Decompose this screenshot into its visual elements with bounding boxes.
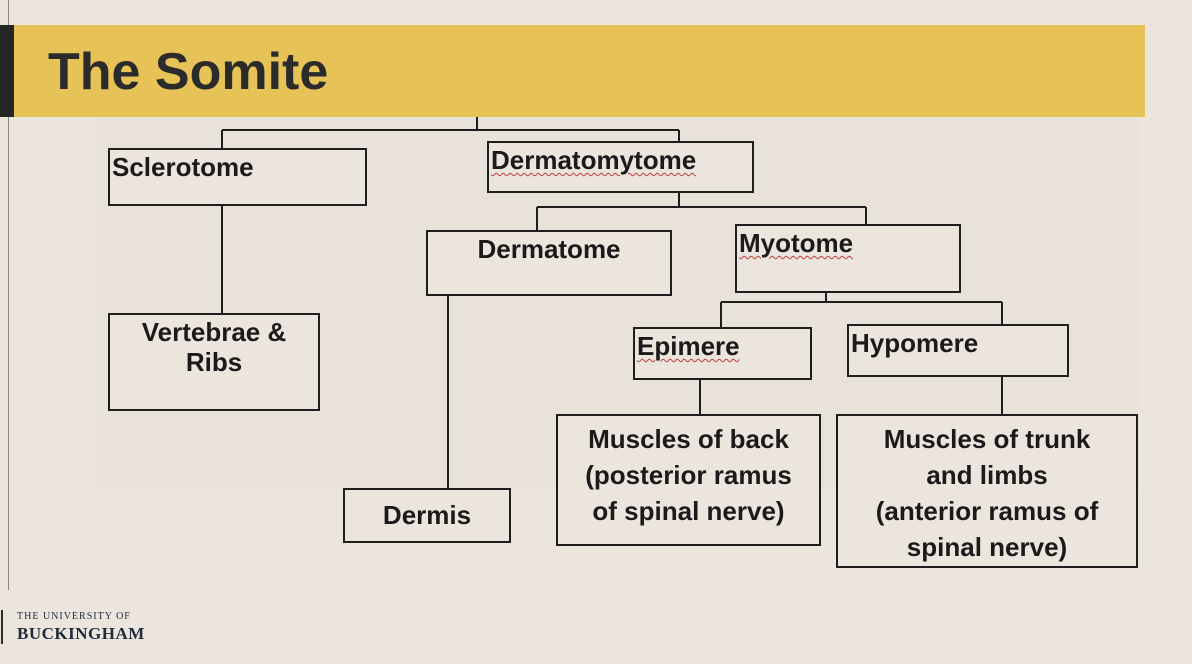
title-bar bbox=[14, 25, 1145, 117]
node-sclerotome: Sclerotome bbox=[108, 148, 367, 206]
node-dermis: Dermis bbox=[343, 488, 511, 543]
node-epimere-label: Epimere bbox=[637, 331, 740, 361]
connector-root-branch bbox=[221, 129, 680, 149]
connector-dermatomytome-branch bbox=[536, 192, 867, 231]
node-sclerotome-label: Sclerotome bbox=[112, 152, 254, 182]
title-accent-bar bbox=[0, 25, 14, 117]
node-muscles-trunk-line-1: Muscles of trunk bbox=[883, 424, 1091, 454]
node-myotome: Myotome bbox=[735, 224, 961, 293]
node-epimere: Epimere bbox=[633, 327, 812, 380]
node-vertebrae-ribs-line-1: Vertebrae & bbox=[141, 317, 287, 347]
logo-bar bbox=[1, 610, 3, 644]
node-muscles-trunk: Muscles of trunk and limbs (anterior ram… bbox=[836, 414, 1138, 568]
node-muscles-back-line-2: (posterior ramus bbox=[585, 460, 792, 490]
university-logo: THE UNIVERSITY OF BUCKINGHAM bbox=[0, 610, 145, 644]
node-dermatome-label: Dermatome bbox=[477, 234, 621, 264]
node-muscles-trunk-line-2: and limbs bbox=[926, 460, 1048, 490]
node-muscles-trunk-line-4: spinal nerve) bbox=[906, 532, 1068, 562]
connector-myotome-branch bbox=[720, 292, 1003, 328]
node-myotome-label: Myotome bbox=[739, 228, 854, 258]
node-vertebrae-ribs-line-2: Ribs bbox=[185, 347, 243, 377]
logo-line-2: BUCKINGHAM bbox=[17, 624, 145, 643]
logo-line-1: THE UNIVERSITY OF bbox=[17, 611, 131, 622]
node-vertebrae-ribs: Vertebrae & Ribs bbox=[108, 313, 320, 411]
node-muscles-back-line-1: Muscles of back bbox=[588, 424, 789, 454]
node-dermatomytome-label: Dermatomytome bbox=[491, 145, 697, 175]
node-dermatome: Dermatome bbox=[426, 230, 672, 296]
slide-title: The Somite bbox=[48, 43, 329, 101]
node-hypomere: Hypomere bbox=[847, 324, 1069, 377]
node-dermis-label: Dermis bbox=[382, 500, 472, 530]
left-margin-rule bbox=[8, 0, 9, 590]
node-muscles-trunk-line-3: (anterior ramus of bbox=[875, 496, 1099, 526]
node-muscles-back-line-3: of spinal nerve) bbox=[592, 496, 785, 526]
node-hypomere-label: Hypomere bbox=[851, 328, 979, 358]
node-muscles-back: Muscles of back (posterior ramus of spin… bbox=[556, 414, 821, 546]
node-dermatomytome: Dermatomytome bbox=[487, 141, 754, 193]
